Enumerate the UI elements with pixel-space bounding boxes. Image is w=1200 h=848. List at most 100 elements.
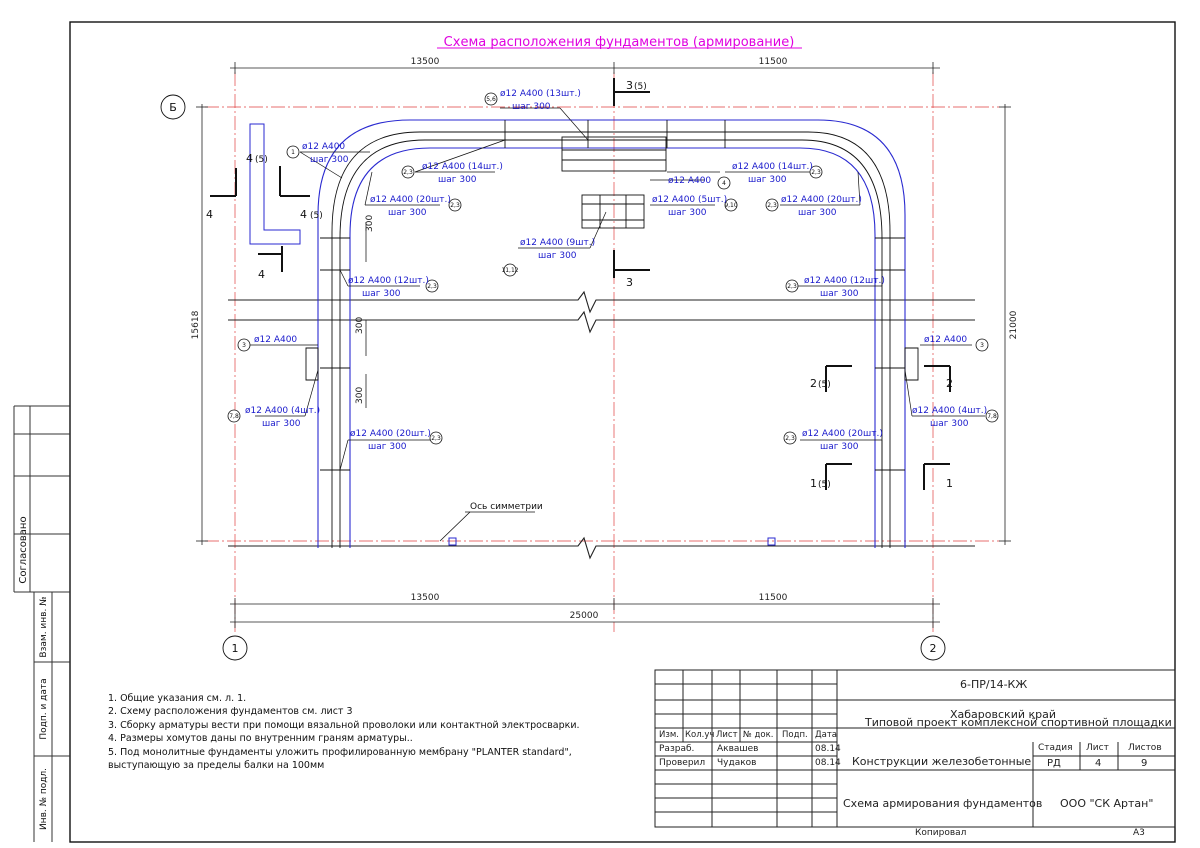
section-1-right: 1 — [946, 477, 953, 490]
dim-bottom-left: 13500 — [411, 593, 440, 603]
left-sidebar — [13, 405, 70, 842]
sidebar-inv: Инв. № подл. — [39, 768, 49, 830]
note-2: 2. Схему расположения фундаментов см. ли… — [108, 706, 353, 718]
sidebar-podp: Подп. и дата — [39, 678, 49, 739]
mark-10: 11,12 — [501, 267, 518, 274]
stamp-format: А3 — [1133, 828, 1145, 838]
mark-6: 4 — [722, 180, 726, 187]
stamp-project-1: Хабаровский край — [950, 708, 1056, 721]
label-5-step: шаг 300 — [748, 175, 787, 185]
section-4-top: 4 — [246, 152, 253, 165]
stamp-row1-role: Разраб. — [659, 744, 695, 754]
stamp-row1-name: Аквашев — [717, 744, 759, 754]
inner-frame — [69, 21, 1176, 843]
label-5: ø12 А400 (14шт.) — [732, 162, 813, 172]
label-1: ø12 А400 — [302, 142, 345, 152]
label-4-step: шаг 300 — [512, 102, 551, 112]
mark-16: 7,8 — [987, 413, 997, 420]
section-4-top-ref: (5) — [255, 155, 268, 165]
label-17-step: шаг 300 — [368, 442, 407, 452]
mark-12: 2,3 — [787, 283, 797, 290]
title-block-grid — [654, 669, 1176, 828]
label-9: ø12 А400 (9шт.) — [520, 238, 595, 248]
section-3-top: 3 — [626, 79, 633, 92]
axis-2-label: 2 — [930, 642, 937, 655]
mark-15: 7,8 — [229, 413, 239, 420]
general-notes: 1. Общие указания см. л. 1. 2. Схему рас… — [108, 692, 628, 772]
stamp-row2-role: Проверил — [659, 758, 706, 768]
stamp-hdr-izm: Изм. — [659, 730, 679, 740]
sidebar-vzam: Взам. инв. № — [39, 596, 49, 657]
foundation-outline — [317, 119, 906, 548]
stamp-hdr-podp: Подп. — [782, 730, 808, 740]
label-14: ø12 А400 — [924, 335, 967, 345]
label-13: ø12 А400 — [254, 335, 297, 345]
axis-1-label: 1 — [232, 642, 239, 655]
symmetry-leader — [439, 511, 471, 542]
dim-300-b: 300 — [355, 317, 365, 334]
section-2-right: 2 — [946, 377, 953, 390]
stamp-company: ООО "СК Артан" — [1060, 797, 1154, 810]
label-2: ø12 А400 (14шт.) — [422, 162, 503, 172]
section-4-right-ref: (5) — [310, 211, 323, 221]
section-1-left: 1 — [810, 477, 817, 490]
stamp-sheet: 4 — [1095, 758, 1102, 769]
label-12: ø12 А400 (12шт.) — [804, 276, 885, 286]
mark-18: 2,3 — [785, 435, 795, 442]
label-15: ø12 А400 (4шт.) — [245, 406, 320, 416]
stamp-hdr-ndok: № док. — [743, 730, 774, 740]
label-7: ø12 А400 (5шт.) — [652, 195, 727, 205]
stamp-row1-date: 08.14 — [815, 744, 841, 754]
label-17: ø12 А400 (20шт.) — [350, 429, 431, 439]
mark-1: 1 — [291, 149, 295, 156]
dim-left-height: 15618 — [191, 310, 201, 339]
stamp-code: 6-ПР/14-КЖ — [960, 678, 1028, 691]
axis-b-label: Б — [169, 101, 177, 114]
label-4: ø12 А400 (13шт.) — [500, 89, 581, 99]
rebar — [305, 120, 919, 548]
mark-2: 2,3 — [403, 169, 413, 176]
label-9-step: шаг 300 — [538, 251, 577, 261]
label-6: ø12 А400 — [668, 176, 711, 186]
sidebar-agreed: Согласовано — [18, 516, 29, 583]
mark-14: 3 — [980, 342, 984, 349]
stamp-hdr-kol: Кол.уч — [685, 730, 715, 740]
mark-11: 2,3 — [427, 283, 437, 290]
leader-lines — [250, 107, 985, 471]
section-4-left: 4 — [206, 208, 213, 221]
dim-300-a: 300 — [365, 215, 375, 232]
stamp-project-2: Типовой проект комплексной спортивной пл… — [865, 716, 1172, 729]
label-18-step: шаг 300 — [820, 442, 859, 452]
break-lines — [228, 290, 975, 560]
label-18: ø12 А400 (20шт.) — [802, 429, 883, 439]
note-3: 3. Сборку арматуры вести при помощи вяза… — [108, 719, 580, 731]
axis-bubbles — [160, 94, 946, 661]
note-1: 1. Общие указания см. л. 1. — [108, 693, 247, 704]
label-16: ø12 А400 (4шт.) — [912, 406, 987, 416]
note-5-cont: выступающую за пределы балки на 100мм — [108, 760, 325, 772]
label-1-step: шаг 300 — [310, 155, 349, 165]
dim-total: 25000 — [570, 611, 599, 621]
label-3: ø12 А400 (20шт.) — [370, 195, 451, 205]
stamp-row2-date: 08.14 — [815, 758, 841, 768]
section-3-mid: 3 — [626, 276, 633, 289]
label-2-step: шаг 300 — [438, 175, 477, 185]
label-8: ø12 А400 (20шт.) — [781, 195, 862, 205]
stamp-sheets-hdr: Листов — [1128, 743, 1162, 753]
stamp-drawing-title: Схема армирования фундаментов — [843, 797, 1043, 810]
section-2-left-ref: (5) — [818, 380, 831, 390]
mark-7: 9,10 — [724, 202, 738, 209]
stamp-section-title: Конструкции железобетонные — [852, 755, 1032, 768]
mark-5: 2,3 — [811, 169, 821, 176]
label-8-step: шаг 300 — [798, 208, 837, 218]
dim-bottom-right: 11500 — [759, 593, 788, 603]
label-7-step: шаг 300 — [668, 208, 707, 218]
mark-4: 5,6 — [486, 96, 496, 103]
position-marks — [227, 92, 999, 445]
label-15-step: шаг 300 — [262, 419, 301, 429]
note-4: 4. Размеры хомутов даны по внутренним гр… — [108, 733, 413, 745]
note-5: 5. Под монолитные фундаменты уложить про… — [108, 746, 572, 758]
dim-top-right: 11500 — [759, 57, 788, 67]
label-11-step: шаг 300 — [362, 289, 401, 299]
